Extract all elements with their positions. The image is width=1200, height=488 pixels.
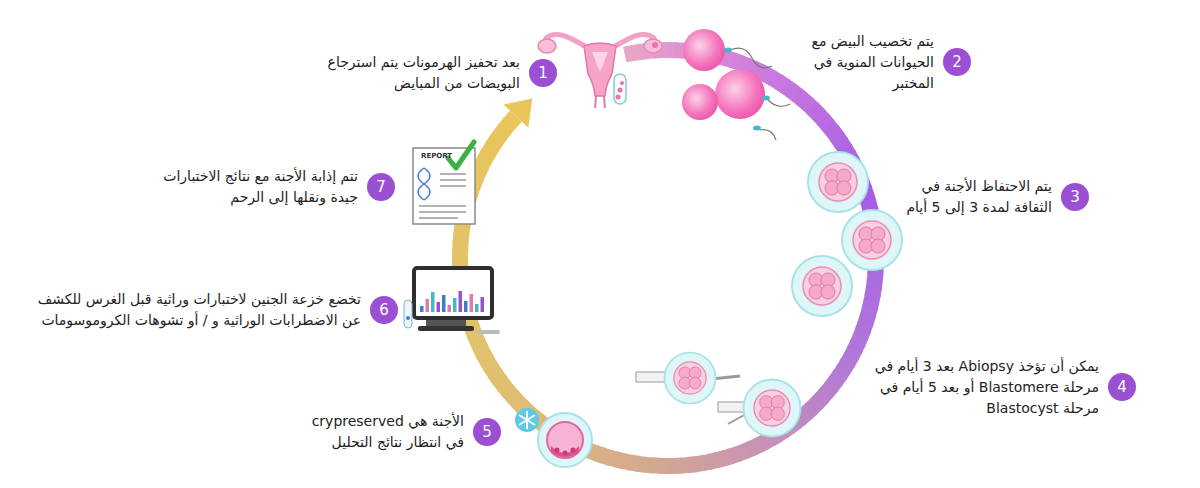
- biopsy-illustration: [636, 372, 666, 382]
- biopsy-illustration: [665, 353, 716, 404]
- screen-bar: [437, 302, 441, 312]
- uterus-illustration: [644, 39, 662, 53]
- egg-sperm-illustration: [683, 29, 725, 71]
- biopsy-illustration: [744, 380, 801, 437]
- uterus-illustration: [538, 39, 556, 53]
- screen-bar: [459, 291, 463, 312]
- computer-illustration: [404, 300, 412, 328]
- uterus-illustration: [620, 81, 624, 85]
- ring-arrowhead: [503, 99, 532, 128]
- screen-bar: [431, 292, 435, 312]
- screen-bar: [420, 306, 424, 312]
- uterus-illustration: [616, 95, 621, 100]
- biopsy-illustration: [728, 414, 746, 424]
- report-label: REPORT: [421, 152, 452, 160]
- embryo-culture-illustration: [792, 256, 852, 316]
- screen-bar: [481, 297, 485, 312]
- report-illustration: [413, 148, 475, 224]
- screen-bar: [448, 305, 452, 312]
- callout-number: 2: [943, 48, 971, 76]
- uterus-illustration: [595, 96, 605, 108]
- uterus-illustration: [618, 88, 623, 93]
- step-description: الأجنة هي crypreserved في انتظار نتائج ا…: [292, 411, 464, 453]
- callout-number: 6: [370, 296, 398, 324]
- screen-bar: [442, 295, 446, 312]
- screen-bar: [470, 294, 474, 312]
- step-node: 6 تخضع خزعة الجنين لاختبارات وراثية قبل ا…: [26, 289, 398, 331]
- step-node: 7 تتم إذابة الأجنة مع نتائج الاختبارات جي…: [146, 166, 395, 208]
- computer-illustration: [414, 268, 492, 318]
- step-description: يمكن أن تؤخذ Abiopsy بعد 3 أيام في مرحلة…: [844, 356, 1099, 419]
- biopsy-illustration: [636, 353, 801, 437]
- cycle-ring: [452, 42, 884, 474]
- egg-sperm-illustration: [682, 29, 790, 140]
- step-description: بعد تحفيز الهرمونات يتم استرجاع البويضات…: [315, 52, 520, 94]
- report-illustration: [419, 174, 466, 218]
- embryo-culture-illustration: [792, 152, 902, 316]
- step-node: 4 يمكن أن تؤخذ Abiopsy بعد 3 أيام في مرحل…: [844, 356, 1136, 419]
- computer-illustration: [478, 330, 500, 334]
- computer-illustration: [406, 316, 410, 320]
- egg-sperm-illustration: [760, 130, 776, 140]
- egg-sperm-illustration: [768, 100, 790, 106]
- step-description: يتم الاحتفاظ الأجنة في الثقافة لمدة 3 إل…: [884, 176, 1052, 218]
- step-node: 1 بعد تحفيز الهرمونات يتم استرجاع البويضا…: [315, 52, 557, 94]
- report-illustration: [413, 142, 475, 224]
- callout-number: 4: [1108, 373, 1136, 401]
- step-description: تخضع خزعة الجنين لاختبارات وراثية قبل ال…: [26, 289, 361, 331]
- step-node: 3 يتم الاحتفاظ الأجنة في الثقافة لمدة 3 إ…: [884, 176, 1089, 218]
- frozen-embryo-illustration: [515, 408, 539, 432]
- computer-illustration: [404, 268, 500, 334]
- screen-chart: [420, 291, 484, 312]
- screen-bar: [453, 298, 457, 312]
- egg-sperm-illustration: [724, 48, 732, 53]
- step-node: 5 الأجنة هي crypreserved في انتظار نتائج …: [292, 411, 501, 453]
- frozen-embryo-illustration: [515, 408, 592, 467]
- step-node: 2 يتم تخصيب البيض مع الحيوانات المنوية في…: [784, 31, 971, 94]
- egg-sperm-illustration: [762, 96, 770, 101]
- egg-sperm-illustration: [682, 84, 718, 120]
- embryo-culture-illustration: [842, 210, 902, 270]
- screen-bar: [475, 304, 479, 312]
- egg-sperm-illustration: [715, 69, 765, 119]
- step-description: تتم إذابة الأجنة مع نتائج الاختبارات جيد…: [146, 166, 358, 208]
- screen-bar: [426, 299, 430, 312]
- frozen-embryo-illustration: [538, 413, 592, 467]
- callout-number: 5: [473, 418, 501, 446]
- callout-number: 7: [367, 173, 395, 201]
- step-description: يتم تخصيب البيض مع الحيوانات المنوية في …: [784, 31, 934, 94]
- frozen-embryo-illustration: [519, 411, 535, 429]
- uterus-illustration: [592, 52, 608, 70]
- biopsy-illustration: [718, 402, 746, 412]
- embryo-culture-illustration: [808, 152, 868, 212]
- uterus-illustration: [614, 74, 626, 104]
- egg-sperm-illustration: [730, 48, 772, 68]
- callout-number: 1: [529, 59, 557, 87]
- uterus-illustration: [584, 43, 616, 96]
- uterus-illustration: [652, 42, 658, 48]
- report-illustration: [418, 168, 430, 200]
- egg-sperm-illustration: [753, 126, 761, 131]
- callout-number: 3: [1061, 183, 1089, 211]
- computer-illustration: [418, 326, 474, 331]
- screen-bar: [464, 301, 468, 312]
